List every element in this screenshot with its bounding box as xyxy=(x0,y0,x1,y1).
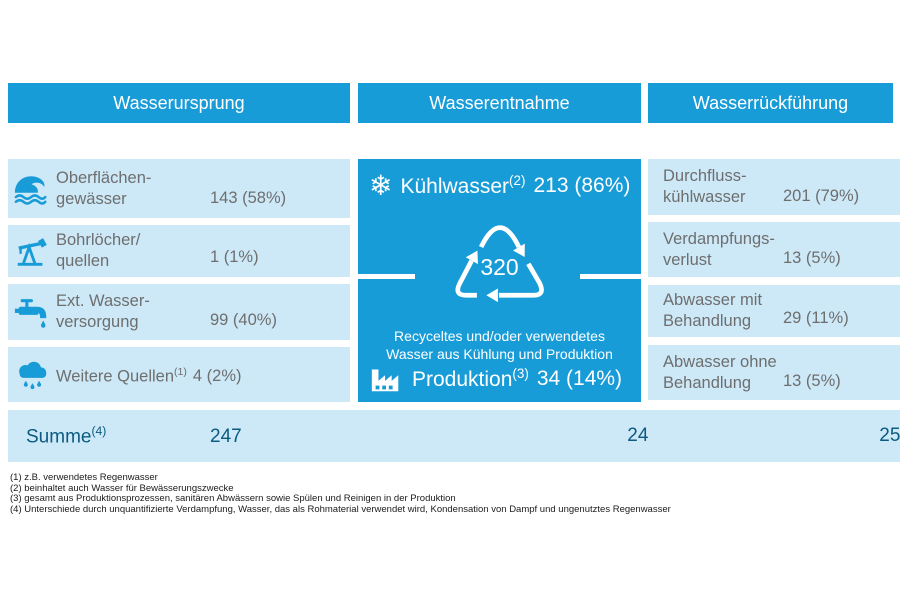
return-row-once-through-cooling: Durchfluss- kühlwasser 201 (79%) xyxy=(648,159,900,215)
footnotes: (1) z.B. verwendetes Regenwasser (2) bei… xyxy=(10,472,671,515)
recycle-caption: Recyceltes und/oder verwendetes Wasser a… xyxy=(386,328,613,362)
origin-row-external-supply: Ext. Wasser- versorgung 99 (40%) xyxy=(8,284,350,340)
origin-row-other-sources: Weitere Quellen(1)4 (2%) xyxy=(8,347,350,402)
origin-row-label: Weitere Quellen(1)4 (2%) xyxy=(56,365,242,386)
factory-icon xyxy=(369,364,403,394)
recycle-icon xyxy=(437,205,563,315)
flow-connector-left xyxy=(358,274,415,279)
recycled-water-value: 320 xyxy=(480,254,519,280)
origin-row-label: Oberflächen- gewässer xyxy=(56,168,152,208)
origin-total-label: Summe(4) xyxy=(26,423,107,448)
cooling-water-label: Kühlwasser(2) xyxy=(400,173,526,198)
header-wasserursprung-label: Wasserursprung xyxy=(113,92,245,113)
return-row-label: Abwasser mit Behandlung xyxy=(663,291,763,330)
footnote-1: (1) z.B. verwendetes Regenwasser xyxy=(10,472,158,483)
production-label: Produktion(3) xyxy=(412,366,529,391)
footnote-ref: (4) xyxy=(91,423,107,438)
wave-icon xyxy=(8,173,56,205)
origin-row-boreholes: Bohrlöcher/ quellen 1 (1%) xyxy=(8,225,350,277)
return-row-value: 29 (11%) xyxy=(783,309,849,327)
origin-row-value: 143 (58%) xyxy=(210,189,287,207)
return-row-wastewater-untreated: Abwasser ohne Behandlung 13 (5%) xyxy=(648,345,900,400)
origin-total-value: 247 xyxy=(210,426,242,447)
return-row-value: 13 (5%) xyxy=(783,372,841,390)
snowflake-icon: ❄ xyxy=(369,169,393,202)
withdrawal-panel: ❄ Kühlwasser(2) 213 (86%) 320 xyxy=(358,159,641,402)
pumpjack-icon xyxy=(8,235,56,267)
origin-total-row: Summe(4) 247 xyxy=(8,410,368,462)
header-wasserursprung: Wasserursprung xyxy=(8,83,350,123)
return-row-value: 13 (5%) xyxy=(783,249,841,267)
origin-row-surface-water: Oberflächen- gewässer 143 (58%) xyxy=(8,159,350,218)
return-total-row: 255 xyxy=(648,410,900,462)
footnote-2: (2) beinhaltet auch Wasser für Bewässeru… xyxy=(10,482,234,494)
origin-row-value: 4 (2%) xyxy=(192,367,242,386)
header-wasserentnahme: Wasserentnahme xyxy=(358,83,641,123)
return-row-label: Abwasser ohne Behandlung xyxy=(663,352,777,392)
return-total-value: 255 xyxy=(879,425,900,446)
cooling-water-row: ❄ Kühlwasser(2) 213 (86%) xyxy=(369,167,637,205)
origin-row-label: Bohrlöcher/ quellen xyxy=(56,231,141,270)
raincloud-icon xyxy=(8,359,56,391)
footnote-4: (4) Unterschiede durch unquantifizierte … xyxy=(10,503,671,515)
origin-row-value: 99 (40%) xyxy=(210,311,277,329)
withdrawal-total-row: 247 xyxy=(358,410,674,462)
header-wasserrueckfuehrung: Wasserrückführung xyxy=(648,83,893,123)
footnote-ref: (1) xyxy=(174,365,187,378)
return-row-label: Verdampfungs- verlust xyxy=(663,229,775,269)
cooling-water-value: 213 (86%) xyxy=(533,174,631,197)
header-wasserentnahme-label: Wasserentnahme xyxy=(429,92,570,113)
flow-connector-right xyxy=(580,274,641,279)
return-row-label: Durchfluss- kühlwasser xyxy=(663,167,747,206)
faucet-icon xyxy=(8,296,56,328)
return-row-evaporation-loss: Verdampfungs- verlust 13 (5%) xyxy=(648,222,900,277)
production-row: Produktion(3) 34 (14%) xyxy=(369,361,637,397)
return-row-wastewater-treated: Abwasser mit Behandlung 29 (11%) xyxy=(648,285,900,337)
return-row-value: 201 (79%) xyxy=(783,187,860,205)
origin-row-value: 1 (1%) xyxy=(210,248,259,266)
footnote-3: (3) gesamt aus Produktionsprozessen, san… xyxy=(10,493,456,505)
production-value: 34 (14%) xyxy=(536,367,623,390)
origin-row-label: Ext. Wasser- versorgung xyxy=(56,292,150,331)
header-wasserrueckfuehrung-label: Wasserrückführung xyxy=(692,92,849,113)
footnote-ref: (2) xyxy=(509,173,526,188)
footnote-ref: (3) xyxy=(512,366,529,381)
